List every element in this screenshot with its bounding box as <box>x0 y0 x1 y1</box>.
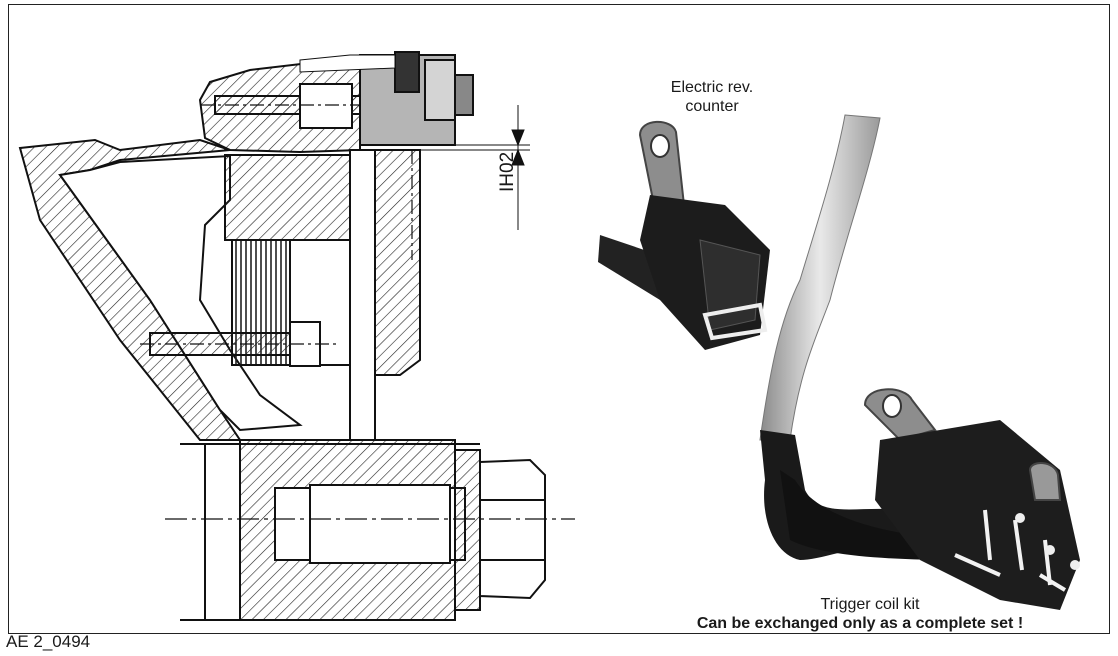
cross-section-drawing <box>18 51 575 621</box>
trigger-coil-kit-render <box>759 114 1080 610</box>
dimension-label: IH02 <box>497 151 518 192</box>
rev-counter-sensor-render <box>598 120 770 350</box>
figure-frame <box>8 4 1110 634</box>
exchange-warning-label: Can be exchanged only as a complete set … <box>696 615 1024 632</box>
figure-reference-code: AE 2_0494 <box>6 632 91 651</box>
electric-rev-counter-label: Electric rev. counter <box>670 79 754 115</box>
trigger-coil-kit-label: Trigger coil kit <box>820 596 920 613</box>
